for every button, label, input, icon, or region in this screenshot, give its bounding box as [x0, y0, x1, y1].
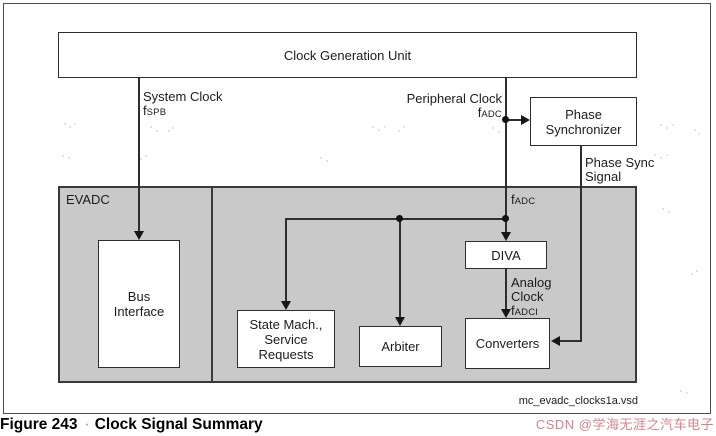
system-clock-line: [138, 78, 140, 233]
fadci-label: fADCI: [511, 303, 539, 319]
arrowhead-state-machine: [281, 301, 291, 310]
diva-to-converters-line: [505, 269, 507, 311]
arrowhead-phase-synchronizer: [521, 115, 530, 125]
figure-title: Clock Signal Summary: [94, 416, 263, 433]
watermark-dots: [140, 158, 142, 160]
evadc-label: EVADC: [66, 192, 110, 207]
phase-sync-to-converters-line: [557, 340, 582, 342]
state-machine-box: State Mach., Service Requests: [237, 310, 335, 368]
watermark-dots: [660, 124, 662, 126]
phase-sync-signal-line: [580, 146, 582, 342]
watermark-dots: [662, 208, 664, 210]
watermark-dots: [64, 123, 66, 125]
arrowhead-bus-interface: [134, 231, 144, 240]
phase-synchronizer-label: Phase Synchronizer: [545, 106, 622, 137]
arrowhead-arbiter: [395, 317, 405, 326]
peripheral-clock-label: Peripheral Clock fADC: [372, 92, 502, 122]
system-clock-label: System Clock fSPB: [143, 89, 223, 119]
watermark-dots: [150, 126, 152, 128]
arrowhead-converters-right: [551, 336, 560, 346]
fadc-inner-label: fADC: [511, 192, 536, 208]
bus-interface-label: Bus Interface: [113, 289, 165, 319]
watermark-dots: [320, 157, 322, 159]
fadc-label: fADC: [477, 105, 502, 121]
diva-label: DIVA: [491, 247, 521, 263]
caption-separator: ·: [84, 416, 90, 433]
phase-sync-feed-line: [508, 119, 522, 121]
clock-generation-unit-box: Clock Generation Unit: [58, 32, 637, 78]
vsd-file-label: mc_evadc_clocks1a.vsd: [518, 395, 638, 407]
arrowhead-diva: [501, 232, 511, 241]
watermark-dots: [680, 390, 682, 392]
arbiter-box: Arbiter: [359, 326, 442, 367]
arbiter-drop-line: [399, 218, 401, 319]
converters-box: Converters: [465, 318, 550, 369]
clock-generation-unit-label: Clock Generation Unit: [283, 47, 412, 63]
figure-number: Figure 243: [0, 416, 78, 433]
bus-interface-box: Bus Interface: [98, 240, 180, 368]
evadc-divider-line: [211, 186, 213, 383]
watermark-dots: [694, 129, 696, 131]
arrowhead-converters-top: [501, 309, 511, 318]
junction-dot-phase-sync: [502, 116, 509, 123]
watermark-dots: [62, 155, 64, 157]
arbiter-label: Arbiter: [381, 339, 420, 354]
watermark-dots: [654, 154, 656, 156]
watermark-dots: [398, 130, 400, 132]
converters-label: Converters: [475, 336, 540, 351]
watermark-dots: [492, 127, 494, 129]
fspb-label: fSPB: [143, 103, 167, 119]
analog-clock-label: Analog Clock fADCI: [511, 275, 552, 319]
watermark-dots: [372, 126, 374, 128]
peripheral-clock-line: [505, 78, 507, 234]
state-machine-label: State Mach., Service Requests: [249, 316, 323, 362]
diva-box: DIVA: [465, 241, 547, 269]
figure-caption: Figure 243 ·Clock Signal Summary: [0, 416, 716, 433]
watermark-dots: [696, 270, 698, 272]
phase-sync-signal-label: Phase Sync Signal: [585, 155, 655, 184]
junction-dot-arbiter: [396, 215, 403, 222]
state-machine-drop-line: [285, 218, 287, 303]
csdn-watermark: CSDN @学海无涯之汽车电子: [535, 417, 714, 432]
junction-dot-diva: [502, 215, 509, 222]
watermark-dots: [168, 130, 170, 132]
phase-synchronizer-box: Phase Synchronizer: [530, 97, 637, 146]
